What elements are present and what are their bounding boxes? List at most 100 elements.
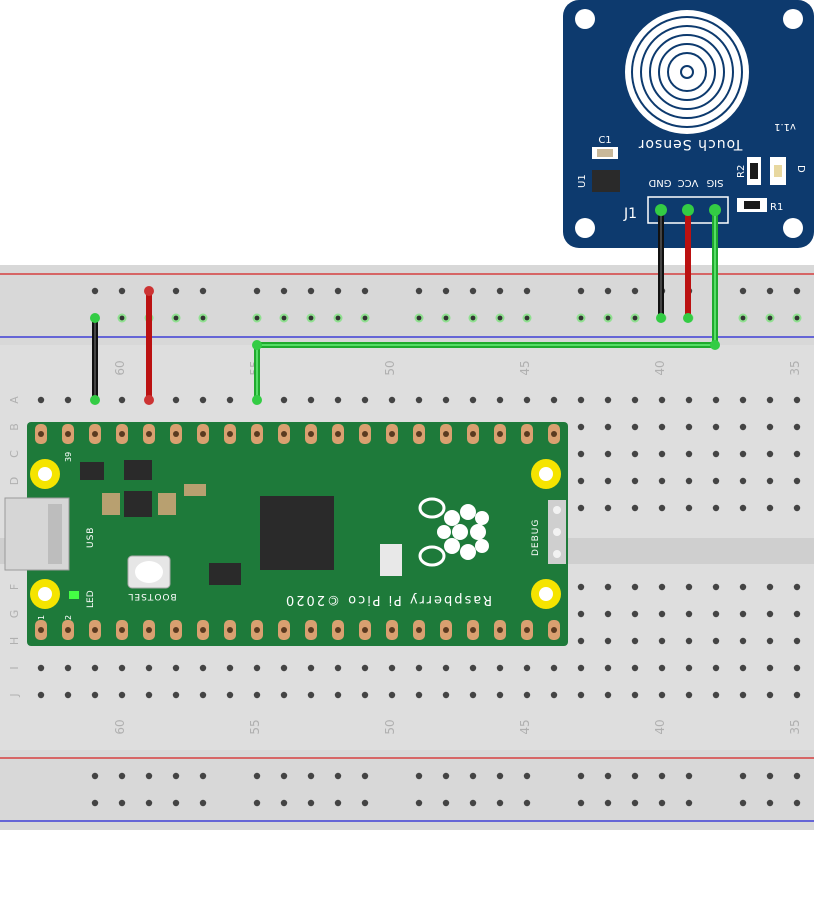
breadboard-hole: [442, 664, 450, 672]
breadboard-hole: [496, 396, 504, 404]
row-letter: F: [8, 584, 21, 590]
breadboard-hole: [685, 396, 693, 404]
rail-hole: [280, 287, 288, 295]
row-letter: D: [8, 477, 21, 485]
rail-hole: [307, 287, 315, 295]
sensor-version: v1.1: [774, 121, 796, 132]
breadboard-hole: [604, 691, 612, 699]
breadboard-hole: [658, 396, 666, 404]
column-number: 55: [248, 719, 262, 734]
sensor-mount-hole: [575, 9, 595, 29]
breadboard-hole: [685, 450, 693, 458]
breadboard-hole: [685, 423, 693, 431]
rail-hole: [793, 799, 801, 807]
wire-end: [90, 395, 100, 405]
wire-end: [682, 204, 694, 216]
breadboard-hole: [766, 610, 774, 618]
breadboard-hole: [37, 396, 45, 404]
breadboard-hole: [577, 477, 585, 485]
raspberry-pi-logo: [418, 497, 489, 567]
breadboard-hole: [253, 691, 261, 699]
breadboard-hole: [658, 583, 666, 591]
breadboard-hole: [388, 664, 396, 672]
column-number: 45: [518, 360, 532, 375]
rail-hole: [793, 287, 801, 295]
column-number: 35: [788, 360, 802, 375]
breadboard-hole: [388, 691, 396, 699]
wire-end: [144, 286, 154, 296]
breadboard-hole: [307, 396, 315, 404]
breadboard-hole: [793, 610, 801, 618]
breadboard-hole: [766, 396, 774, 404]
rail-hole: [118, 772, 126, 780]
breadboard-hole: [712, 610, 720, 618]
rail-hole: [469, 772, 477, 780]
breadboard-hole: [685, 477, 693, 485]
rail-hole: [739, 287, 747, 295]
breadboard-hole: [739, 610, 747, 618]
breadboard-hole: [145, 691, 153, 699]
breadboard-hole: [442, 691, 450, 699]
breadboard-hole: [280, 664, 288, 672]
capacitor: [102, 493, 120, 515]
rail-hole: [91, 287, 99, 295]
breadboard-hole: [631, 691, 639, 699]
rail-hole: [766, 772, 774, 780]
breadboard-hole: [415, 691, 423, 699]
breadboard-hole: [415, 396, 423, 404]
breadboard-hole: [793, 583, 801, 591]
breadboard-hole: [658, 450, 666, 458]
breadboard-hole: [631, 423, 639, 431]
rail-hole: [415, 799, 423, 807]
rail-hole: [577, 799, 585, 807]
breadboard-hole: [793, 396, 801, 404]
breadboard-hole: [658, 610, 666, 618]
breadboard-hole: [577, 664, 585, 672]
breadboard-hole: [550, 396, 558, 404]
bottom-power-rail: [0, 750, 814, 830]
breadboard-hole: [64, 396, 72, 404]
breadboard-hole: [766, 423, 774, 431]
breadboard-hole: [523, 664, 531, 672]
column-number: 40: [653, 360, 667, 375]
column-number: 50: [383, 360, 397, 375]
rail-hole: [145, 772, 153, 780]
pin-1-label: 1: [37, 615, 46, 620]
breadboard-hole: [631, 477, 639, 485]
led: [69, 591, 79, 599]
rail-hole: [172, 287, 180, 295]
breadboard-hole: [226, 664, 234, 672]
breadboard-hole: [712, 664, 720, 672]
column-number: 35: [788, 719, 802, 734]
breadboard-hole: [685, 637, 693, 645]
breadboard-hole: [712, 423, 720, 431]
rail-hole: [334, 799, 342, 807]
breadboard-hole: [280, 691, 288, 699]
breadboard-hole: [361, 396, 369, 404]
row-letter: A: [8, 396, 21, 404]
pin-39-label: 39: [64, 452, 73, 462]
breadboard-hole: [280, 396, 288, 404]
breadboard-hole: [604, 583, 612, 591]
breadboard-hole: [226, 396, 234, 404]
breadboard-hole: [766, 450, 774, 458]
rail-hole: [334, 287, 342, 295]
breadboard-hole: [172, 664, 180, 672]
breadboard-hole: [712, 504, 720, 512]
breadboard-hole: [739, 477, 747, 485]
led-label: LED: [86, 590, 96, 608]
rail-hole: [172, 799, 180, 807]
breadboard-hole: [577, 504, 585, 512]
breadboard-hole: [145, 664, 153, 672]
sensor-title: Touch Sensor: [638, 136, 744, 152]
breadboard-hole: [793, 504, 801, 512]
breadboard-hole: [91, 664, 99, 672]
chip-component: [80, 462, 104, 480]
wire-end: [683, 313, 693, 323]
rail-hole: [658, 772, 666, 780]
capacitor: [184, 484, 206, 496]
pin-label-gnd: GND: [648, 177, 671, 188]
top-power-rail: [0, 265, 814, 345]
breadboard-hole: [739, 691, 747, 699]
